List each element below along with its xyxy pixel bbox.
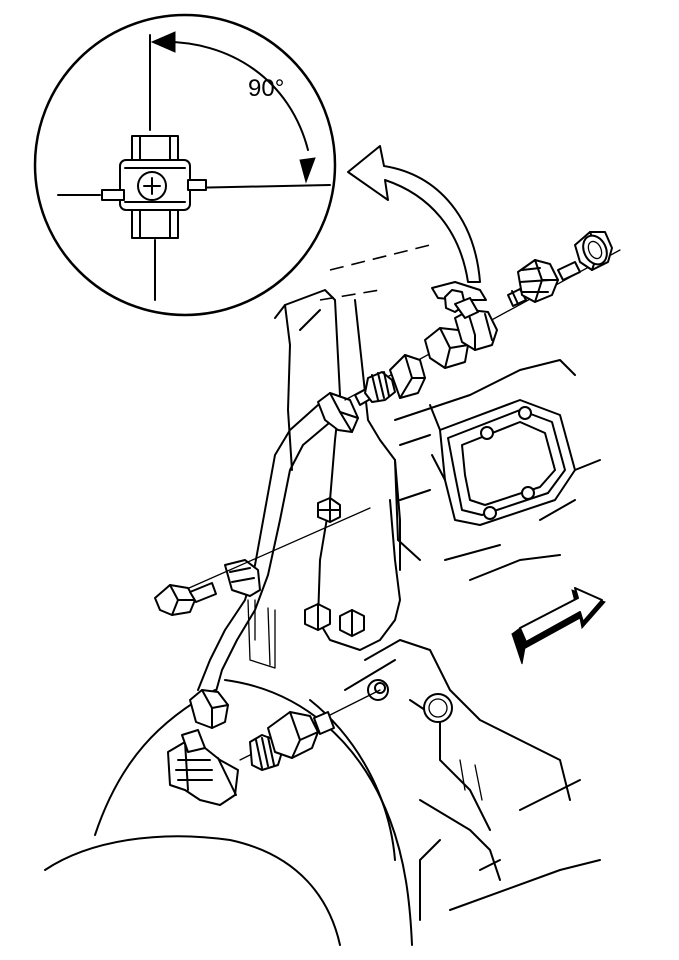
valve-handle-right: [187, 179, 207, 191]
front-direction-arrow: [511, 587, 606, 665]
arc-arrowhead-right: [299, 157, 316, 184]
line-clamp: [224, 559, 261, 597]
clamp-bolt: [154, 507, 371, 616]
upper-line-nut: [317, 392, 359, 433]
fuel-line-tube: [197, 404, 336, 696]
callout-arrow: [347, 145, 481, 283]
pump-cover: [429, 399, 601, 526]
lower-line-nut: [189, 689, 229, 729]
lower-adapter-fitting: [239, 689, 381, 771]
lower-elbow-fitting: [167, 729, 239, 806]
valve-bottom-port: [131, 209, 179, 239]
arc-arrowhead-top: [150, 31, 176, 53]
engine-block-outline: [319, 244, 601, 921]
horizontal-reference-line: [184, 184, 331, 189]
upper-fitting-chain: [344, 231, 621, 406]
valve-top-port: [131, 135, 179, 163]
angle-label: 90°: [248, 75, 284, 102]
block-bolts: [367, 679, 453, 723]
flywheel-housing: [44, 679, 413, 946]
rotation-arc: [159, 40, 309, 151]
detail-view: 90°: [33, 13, 337, 317]
valve-handle-left: [101, 189, 125, 201]
bracket-bolts: [304, 497, 365, 637]
